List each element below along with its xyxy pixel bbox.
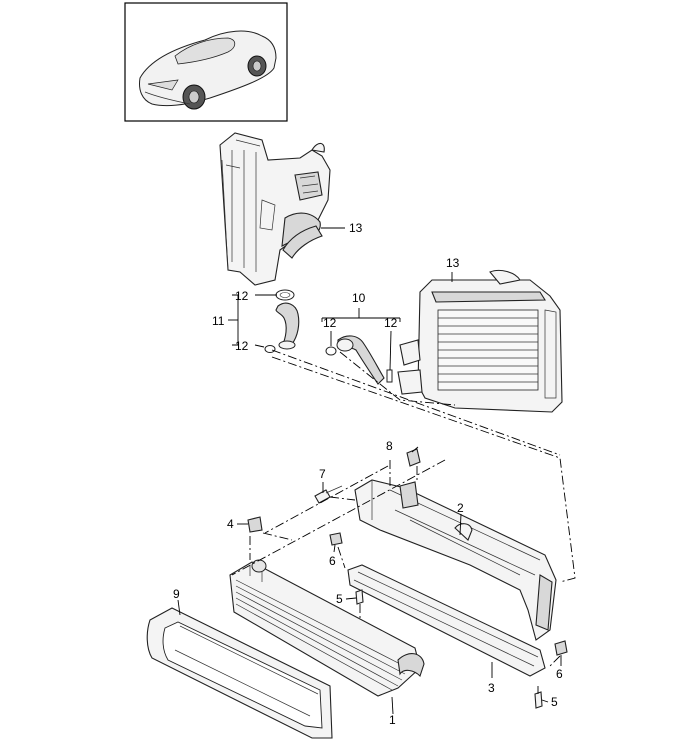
assembly-lines	[231, 349, 576, 694]
left-radiator-module	[219, 132, 331, 286]
lower-mounting-bracket	[347, 564, 546, 677]
callout-2: 2	[457, 501, 464, 515]
callout-7: 7	[319, 467, 326, 481]
callout-3: 3	[488, 681, 495, 695]
callout-13-upper: 13	[349, 221, 363, 235]
callout-12-center: 12	[323, 316, 337, 330]
callout-6-right: 6	[556, 667, 563, 681]
callout-1: 1	[389, 713, 396, 727]
callout-9: 9	[173, 587, 180, 601]
bracket-clip	[406, 448, 421, 467]
bolt-5-right	[534, 691, 543, 709]
callout-8: 8	[386, 439, 393, 453]
clip-nut-6-left	[329, 532, 343, 546]
air-guide	[354, 479, 557, 641]
callout-13-right: 13	[446, 256, 460, 270]
callout-12-right: 12	[384, 316, 398, 330]
callout-4: 4	[227, 517, 234, 531]
callout-10: 10	[352, 291, 366, 305]
callout-11: 11	[212, 314, 225, 328]
leader-lines	[177, 227, 562, 715]
right-radiator-module	[397, 269, 563, 413]
callout-5-right: 5	[551, 695, 558, 709]
radiator-core	[229, 559, 425, 697]
vehicle-thumbnail	[124, 2, 288, 122]
callout-labels: 13 13 12 11 12 10 12 12 8 7 2 4 6 9 5 6 …	[173, 221, 563, 727]
grille-duct	[146, 607, 333, 739]
right-coolant-hose	[325, 335, 393, 385]
bolt-5-left	[355, 589, 364, 605]
car-icon	[139, 30, 277, 110]
clip-nut-4	[247, 516, 263, 533]
left-coolant-hose	[264, 289, 300, 353]
callout-12-lower-left: 12	[235, 339, 249, 353]
callout-12-upper-left: 12	[235, 289, 249, 303]
callout-5-left: 5	[336, 592, 343, 606]
left-upper-hose	[282, 225, 323, 259]
clip-nut-6-right	[554, 640, 568, 656]
callout-6-left: 6	[329, 554, 336, 568]
bolt	[314, 485, 343, 504]
